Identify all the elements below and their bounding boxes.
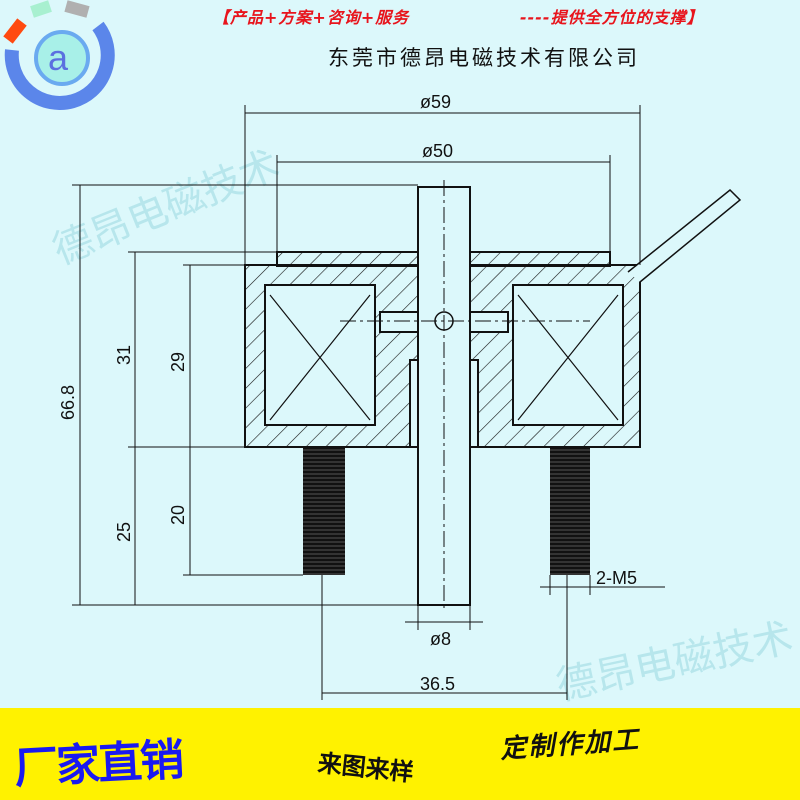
- dim-body-height: 31: [114, 345, 134, 365]
- dim-total-height: 66.8: [58, 385, 78, 420]
- logo-segment: [3, 18, 27, 44]
- slogan-left: 【产品+方案+咨询+服务: [213, 8, 410, 27]
- slogan-right: ----提供全方位的支撑】: [520, 8, 704, 27]
- coil-right: [512, 284, 624, 426]
- dimension-lines: [72, 105, 665, 700]
- pin-hole: [434, 311, 454, 331]
- logo-segment: [64, 0, 90, 18]
- watermark-bottom: 德昂电磁技术: [553, 616, 797, 708]
- dim-coil-height: 29: [168, 352, 188, 372]
- custom-processing-text: 定制作加工: [499, 725, 642, 765]
- technical-drawing: 德昂电磁技术 德昂电磁技术 ø59 ø50 66.8 31: [47, 92, 797, 708]
- dim-cap-diameter: ø50: [422, 141, 453, 161]
- dim-shaft-lower: 25: [114, 522, 134, 542]
- dim-outer-diameter: ø59: [420, 92, 451, 112]
- logo-segment: [30, 0, 52, 18]
- logo-letter: a: [48, 37, 69, 78]
- dim-screw-thread: 2-M5: [596, 568, 637, 588]
- screw-left: [303, 447, 345, 575]
- dim-shaft-diameter: ø8: [430, 629, 451, 649]
- screw-right: [550, 447, 590, 575]
- watermark-top: 德昂电磁技术: [47, 143, 286, 274]
- direct-sale-text: 厂家直销: [13, 734, 184, 795]
- coil-left: [264, 284, 376, 426]
- logo-inner-circle: [34, 30, 90, 86]
- logo-ring: [4, 21, 115, 110]
- company-name: 东莞市德昂电磁技术有限公司: [328, 46, 640, 70]
- dim-screw-spacing: 36.5: [420, 674, 455, 694]
- company-logo: a: [3, 0, 115, 110]
- promo-banner: 厂家直销 来图来样 定制作加工: [0, 708, 800, 800]
- lead-wire: [627, 188, 742, 283]
- samples-text: 来图来样: [316, 749, 415, 787]
- dim-screw-length: 20: [168, 505, 188, 525]
